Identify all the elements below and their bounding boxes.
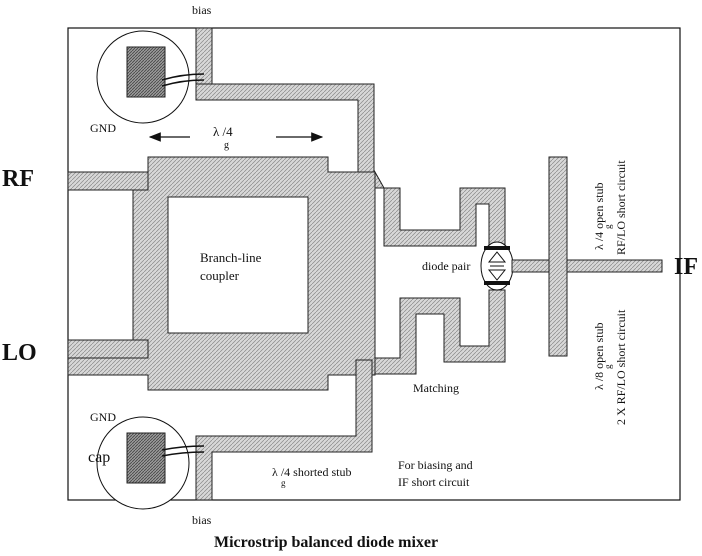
- biasing-label-line1: For biasing and: [398, 458, 473, 472]
- diode-pair-label: diode pair: [422, 259, 470, 273]
- open-stub-eighth-label: λ /8 open stub: [592, 323, 606, 390]
- biasing-label-line2: IF short circuit: [398, 475, 470, 489]
- diode-pair: [480, 241, 514, 291]
- diagram-caption: Microstrip balanced diode mixer: [214, 534, 438, 551]
- gnd-top-label: GND: [90, 121, 116, 135]
- bias-bottom-label: bias: [192, 513, 212, 527]
- bias-top-label: bias: [192, 3, 212, 17]
- lower-matching-network: [374, 289, 506, 375]
- bottom-ground-via: [96, 416, 205, 510]
- if-output-line: [511, 259, 663, 273]
- rf-lo-short-2x-label: 2 X RF/LO short circuit: [614, 309, 628, 425]
- lambda-g-subscript: g: [224, 140, 229, 151]
- rf-port-label: RF: [2, 166, 34, 192]
- bottom-shorted-stub: [195, 359, 373, 501]
- open-stub-quarter-label: λ /4 open stub: [592, 183, 606, 250]
- lo-port-feed: [67, 339, 149, 359]
- coupler-label-line1: Branch-line: [200, 250, 262, 265]
- shorted-stub-g-subscript: g: [281, 478, 286, 488]
- top-ground-via: [96, 30, 205, 124]
- rf-port-feed: [67, 171, 149, 191]
- top-bias-line: [195, 27, 375, 173]
- rf-lo-short-label: RF/LO short circuit: [614, 160, 628, 255]
- coupler-label-line2: coupler: [200, 268, 240, 283]
- lo-port-label: LO: [2, 340, 37, 366]
- lambda-quarter-label: λ /4: [213, 124, 233, 139]
- gnd-bottom-label: GND: [90, 410, 116, 424]
- cap-label: cap: [88, 449, 110, 466]
- if-port-label: IF: [674, 254, 698, 280]
- matching-label: Matching: [413, 381, 459, 395]
- open-stub-quarter-g-subscript: g: [603, 224, 613, 229]
- open-stub: [548, 156, 568, 357]
- open-stub-eighth-g-subscript: g: [603, 364, 613, 369]
- shorted-stub-label: λ /4 shorted stub: [272, 465, 351, 479]
